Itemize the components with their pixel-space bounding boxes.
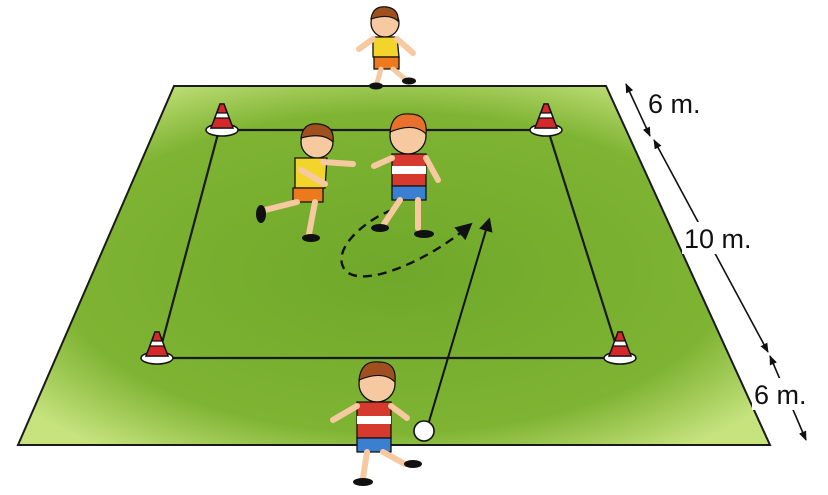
dimension-label-middle: 10 m. — [684, 224, 752, 254]
dimension-label-bottom: 6 m. — [754, 380, 807, 410]
ball-icon — [414, 421, 434, 441]
child-player-icon — [359, 7, 416, 90]
dimension-label-top: 6 m. — [648, 89, 701, 119]
